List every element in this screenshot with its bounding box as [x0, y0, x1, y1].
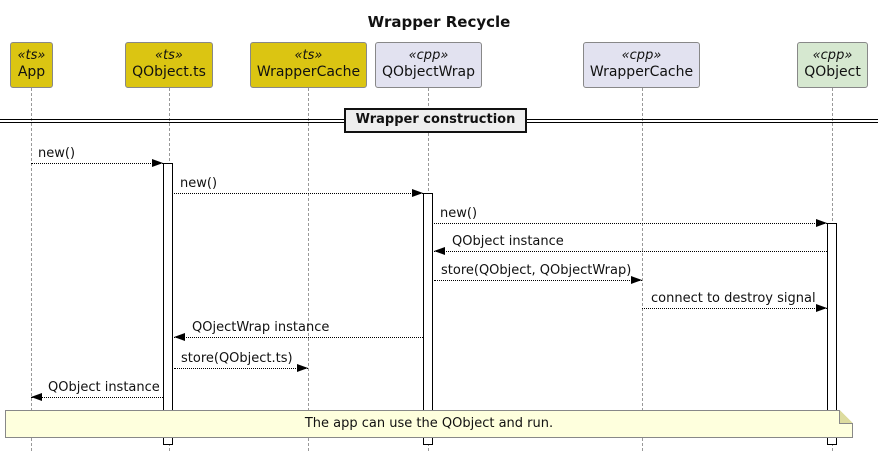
- arrowhead-icon: [412, 189, 423, 197]
- note-text: The app can use the QObject and run.: [304, 416, 554, 431]
- arrowhead-icon: [31, 393, 42, 401]
- participant-name: App: [17, 64, 46, 81]
- message-line: [174, 368, 308, 369]
- arrowhead-icon: [174, 333, 185, 341]
- message-label: new(): [38, 146, 76, 161]
- participant-stereotype: «ts»: [17, 48, 46, 64]
- message-label: QOjectWrap instance: [192, 320, 330, 335]
- note-app-can-use-qobject: The app can use the QObject and run.: [5, 410, 853, 438]
- participant-stereotype: «ts»: [294, 48, 323, 64]
- message-label: store(QObject.ts): [181, 351, 293, 366]
- participant-name: QObjectWrap: [381, 64, 476, 81]
- message-label: new(): [180, 176, 218, 191]
- note-fold: [839, 410, 853, 424]
- participant-stereotype: «cpp»: [408, 48, 449, 64]
- participant-name: QObject: [804, 64, 861, 81]
- arrowhead-icon: [152, 159, 163, 167]
- message-line: [31, 163, 163, 164]
- participant-wrappercache-cpp: «cpp» WrapperCache: [583, 42, 700, 88]
- participant-qobject-cpp: «cpp» QObject: [797, 42, 868, 88]
- diagram-title: Wrapper Recycle: [367, 13, 511, 31]
- participant-name: QObject.ts: [132, 64, 206, 81]
- activation-bar-qobject-ts: [163, 163, 173, 445]
- lifeline-app: [31, 88, 32, 451]
- message-line: [434, 223, 827, 224]
- participant-stereotype: «cpp»: [812, 48, 853, 64]
- lifeline-wrappercache-cpp: [642, 88, 643, 451]
- arrowhead-icon: [816, 219, 827, 227]
- arrowhead-icon: [434, 247, 445, 255]
- message-line: [174, 337, 423, 338]
- message-label: QObject instance: [452, 234, 564, 249]
- participant-name: WrapperCache: [256, 64, 361, 81]
- activation-bar-qobject-cpp: [827, 223, 837, 445]
- participant-wrappercache-ts: «ts» WrapperCache: [250, 42, 367, 88]
- participant-qobjectwrap: «cpp» QObjectWrap: [375, 42, 482, 88]
- divider-wrapper-construction: Wrapper construction: [344, 108, 527, 133]
- arrowhead-icon: [816, 304, 827, 312]
- arrowhead-icon: [297, 364, 308, 372]
- message-line: [642, 308, 827, 309]
- message-line: [434, 251, 827, 252]
- message-label: connect to destroy signal: [651, 291, 816, 306]
- message-label: new(): [440, 206, 478, 221]
- message-line: [31, 397, 163, 398]
- participant-stereotype: «cpp»: [621, 48, 662, 64]
- participant-qobject-ts: «ts» QObject.ts: [125, 42, 213, 88]
- message-line: [174, 193, 423, 194]
- message-line: [434, 280, 642, 281]
- activation-bar-qobjectwrap: [423, 193, 433, 445]
- message-label: QObject instance: [48, 380, 160, 395]
- participant-app: «ts» App: [10, 42, 53, 88]
- message-label: store(QObject, QObjectWrap): [441, 263, 632, 278]
- arrowhead-icon: [631, 276, 642, 284]
- lifeline-wrappercache-ts: [308, 88, 309, 451]
- participant-name: WrapperCache: [589, 64, 694, 81]
- participant-stereotype: «ts»: [155, 48, 183, 64]
